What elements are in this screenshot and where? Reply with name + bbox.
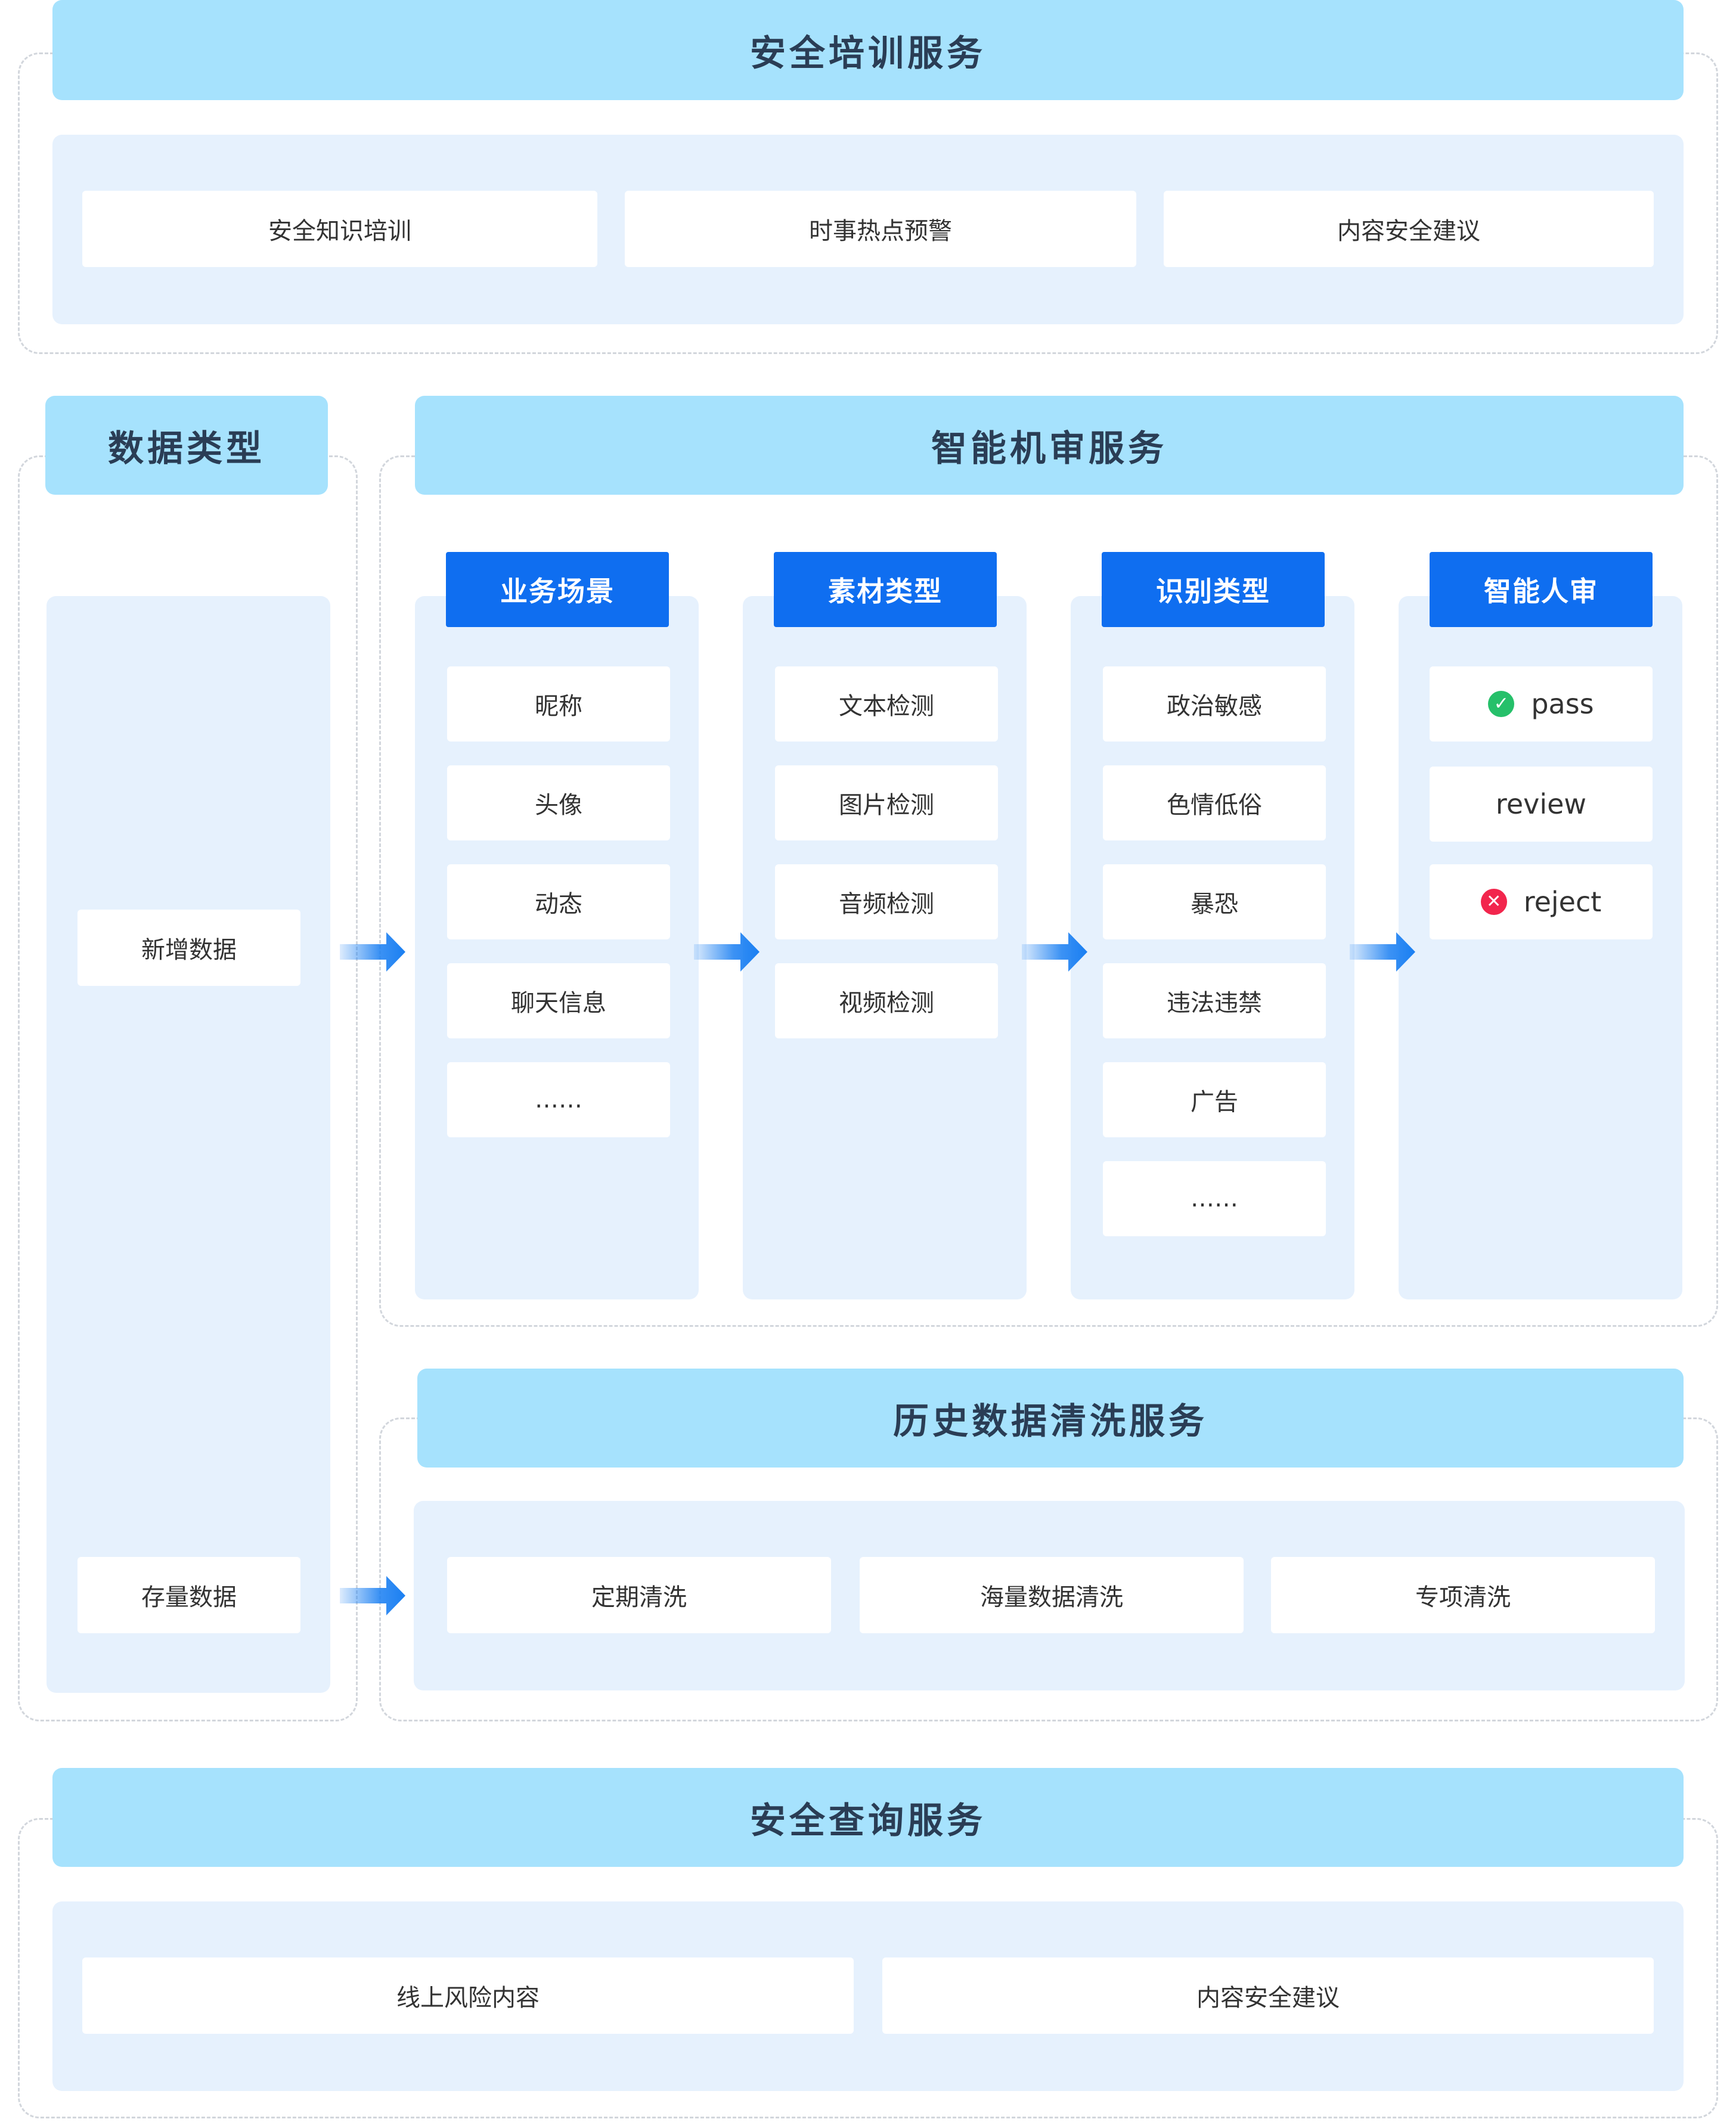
material-item-audio: 音频检测 (775, 864, 998, 939)
scene-item-feed: 动态 (447, 864, 670, 939)
arrow-right-icon (1022, 932, 1087, 972)
review-result-review: review (1430, 767, 1653, 842)
recognition-item-terror: 暴恐 (1103, 864, 1326, 939)
data-types-panel (46, 596, 330, 1693)
recognition-item-political: 政治敏感 (1103, 666, 1326, 742)
history-item-massive: 海量数据清洗 (860, 1557, 1244, 1633)
arrow-right-icon (1350, 932, 1415, 972)
recognition-item-ads: 广告 (1103, 1062, 1326, 1137)
training-item-knowledge: 安全知识培训 (82, 191, 597, 267)
pass-label: pass (1531, 688, 1594, 720)
arrow-right-icon (340, 932, 405, 972)
recognition-item-illegal: 违法违禁 (1103, 963, 1326, 1038)
recognition-item-vulgar: 色情低俗 (1103, 765, 1326, 840)
recognition-item-more: …… (1103, 1161, 1326, 1236)
ai-review-title: 智能机审服务 (415, 396, 1684, 495)
human-review-column-header: 智能人审 (1430, 552, 1653, 627)
recognition-column-header: 识别类型 (1102, 552, 1325, 627)
training-title: 安全培训服务 (52, 0, 1684, 100)
material-item-text: 文本检测 (775, 666, 998, 742)
arrow-right-icon (694, 932, 760, 972)
close-circle-icon: ✕ (1480, 889, 1507, 915)
query-item-advice: 内容安全建议 (882, 1957, 1654, 2034)
training-item-advice: 内容安全建议 (1164, 191, 1654, 267)
history-item-periodic: 定期清洗 (447, 1557, 831, 1633)
review-result-pass: ✓ pass (1430, 666, 1653, 742)
scene-column-header: 业务场景 (446, 552, 669, 627)
stock-data-card: 存量数据 (78, 1557, 300, 1633)
history-item-special: 专项清洗 (1271, 1557, 1655, 1633)
check-circle-icon: ✓ (1488, 691, 1515, 717)
query-item-risk: 线上风险内容 (82, 1957, 854, 2034)
material-item-video: 视频检测 (775, 963, 998, 1038)
material-item-image: 图片检测 (775, 765, 998, 840)
new-data-card: 新增数据 (78, 910, 300, 986)
review-label: review (1495, 788, 1587, 820)
material-column-header: 素材类型 (774, 552, 997, 627)
scene-item-chat: 聊天信息 (447, 963, 670, 1038)
history-title: 历史数据清洗服务 (417, 1369, 1684, 1468)
data-types-title: 数据类型 (45, 396, 328, 495)
scene-item-more: …… (447, 1062, 670, 1137)
query-title: 安全查询服务 (52, 1768, 1684, 1867)
scene-item-avatar: 头像 (447, 765, 670, 840)
reject-label: reject (1523, 886, 1602, 918)
scene-item-nickname: 昵称 (447, 666, 670, 742)
training-item-hotspot: 时事热点预警 (625, 191, 1136, 267)
review-result-reject: ✕ reject (1430, 864, 1653, 939)
arrow-right-icon (340, 1576, 405, 1615)
